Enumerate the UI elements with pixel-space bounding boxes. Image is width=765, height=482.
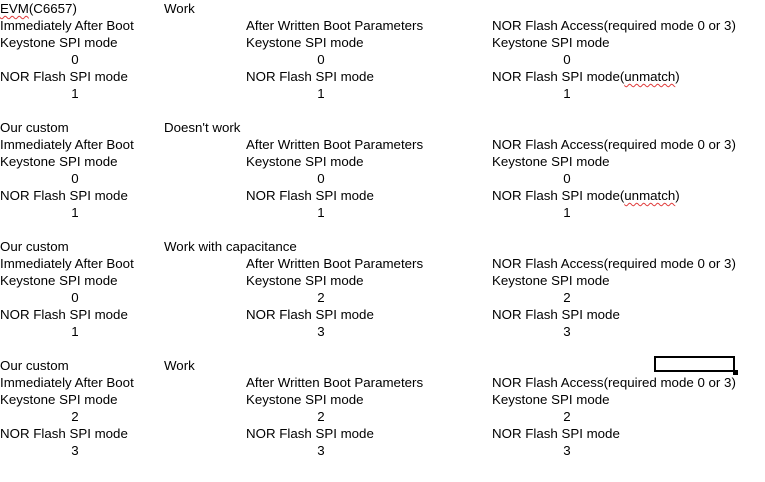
col2-keystone-label-cell[interactable]: Keystone SPI mode	[246, 392, 364, 407]
col2-heading-cell[interactable]: After Written Boot Parameters	[246, 137, 424, 152]
col2-heading-cell[interactable]: After Written Boot Parameters	[246, 256, 424, 271]
col3-nor-value-cell[interactable]: 3	[563, 324, 571, 339]
col2-heading-cell[interactable]: After Written Boot Parameters	[246, 375, 424, 390]
col2-keystone-value-cell[interactable]: 0	[317, 171, 325, 186]
col1-keystone-label-cell[interactable]: Keystone SPI mode	[0, 35, 118, 50]
col3-keystone-label-cell[interactable]: Keystone SPI mode	[492, 392, 610, 407]
col2-nor-label-cell[interactable]: NOR Flash SPI mode	[246, 188, 374, 203]
col1-nor-label-cell[interactable]: NOR Flash SPI mode	[0, 426, 128, 441]
col2-nor-value-cell[interactable]: 1	[317, 86, 325, 101]
col3-keystone-value-cell[interactable]: 2	[563, 409, 571, 424]
col2-nor-value-cell[interactable]: 3	[317, 324, 325, 339]
col3-keystone-value-cell[interactable]: 0	[563, 52, 571, 67]
col2-keystone-value-cell[interactable]: 2	[317, 290, 325, 305]
board-name-prefix: EVM	[0, 1, 29, 16]
col2-keystone-value-cell[interactable]: 2	[317, 409, 325, 424]
col2-nor-label-cell[interactable]: NOR Flash SPI mode	[246, 307, 374, 322]
col3-keystone-value-cell[interactable]: 0	[563, 171, 571, 186]
unmatch-flag: unmatch	[624, 188, 676, 203]
board-name-suffix: (C6657)	[28, 1, 77, 16]
col3-nor-label-cell[interactable]: NOR Flash SPI mode	[492, 307, 620, 322]
col2-nor-value-cell[interactable]: 3	[317, 443, 325, 458]
col2-keystone-value-cell[interactable]: 0	[317, 52, 325, 67]
col3-heading-cell[interactable]: NOR Flash Access(required mode 0 or 3)	[492, 256, 736, 271]
col1-nor-value-cell[interactable]: 1	[71, 86, 79, 101]
col2-heading-cell[interactable]: After Written Boot Parameters	[246, 18, 424, 33]
col2-keystone-label-cell[interactable]: Keystone SPI mode	[246, 35, 364, 50]
col3-keystone-value-cell[interactable]: 2	[563, 290, 571, 305]
nor-label-suffix: )	[675, 188, 680, 203]
col1-heading-cell[interactable]: Immediately After Boot	[0, 18, 134, 33]
board-name-cell[interactable]: EVM(C6657)	[0, 0, 77, 17]
col3-nor-value-cell[interactable]: 1	[563, 205, 571, 220]
col1-keystone-value-cell[interactable]: 2	[71, 409, 79, 424]
col1-heading-cell[interactable]: Immediately After Boot	[0, 137, 134, 152]
col1-keystone-label-cell[interactable]: Keystone SPI mode	[0, 154, 118, 169]
nor-label-prefix: NOR Flash SPI mode(	[492, 69, 625, 84]
col1-keystone-value-cell[interactable]: 0	[71, 290, 79, 305]
col1-nor-value-cell[interactable]: 3	[71, 443, 79, 458]
status-cell[interactable]: Doesn't work	[164, 120, 241, 135]
col3-keystone-label-cell[interactable]: Keystone SPI mode	[492, 154, 610, 169]
col1-nor-label-cell[interactable]: NOR Flash SPI mode	[0, 307, 128, 322]
col2-keystone-label-cell[interactable]: Keystone SPI mode	[246, 273, 364, 288]
col3-heading-cell[interactable]: NOR Flash Access(required mode 0 or 3)	[492, 375, 736, 390]
col2-nor-label-cell[interactable]: NOR Flash SPI mode	[246, 426, 374, 441]
col3-heading-cell[interactable]: NOR Flash Access(required mode 0 or 3)	[492, 137, 736, 152]
board-name-cell[interactable]: Our custom	[0, 358, 69, 373]
col1-nor-label-cell[interactable]: NOR Flash SPI mode	[0, 69, 128, 84]
nor-label-suffix: )	[675, 69, 680, 84]
col1-nor-value-cell[interactable]: 1	[71, 205, 79, 220]
nor-label-prefix: NOR Flash SPI mode(	[492, 188, 625, 203]
col1-nor-value-cell[interactable]: 1	[71, 324, 79, 339]
unmatch-flag: unmatch	[624, 69, 676, 84]
col1-nor-label-cell[interactable]: NOR Flash SPI mode	[0, 188, 128, 203]
col3-nor-label-cell[interactable]: NOR Flash SPI mode	[492, 426, 620, 441]
col1-heading-cell[interactable]: Immediately After Boot	[0, 256, 134, 271]
col1-keystone-value-cell[interactable]: 0	[71, 52, 79, 67]
board-name-cell[interactable]: Our custom	[0, 120, 69, 135]
active-cell-selection[interactable]	[654, 356, 735, 372]
col1-keystone-value-cell[interactable]: 0	[71, 171, 79, 186]
col1-heading-cell[interactable]: Immediately After Boot	[0, 375, 134, 390]
col3-keystone-label-cell[interactable]: Keystone SPI mode	[492, 35, 610, 50]
col1-keystone-label-cell[interactable]: Keystone SPI mode	[0, 273, 118, 288]
status-cell[interactable]: Work with capacitance	[164, 239, 297, 254]
col3-heading-cell[interactable]: NOR Flash Access(required mode 0 or 3)	[492, 18, 736, 33]
col2-nor-label-cell[interactable]: NOR Flash SPI mode	[246, 69, 374, 84]
col3-nor-label-cell[interactable]: NOR Flash SPI mode(unmatch)	[492, 187, 680, 204]
col3-nor-label-cell[interactable]: NOR Flash SPI mode(unmatch)	[492, 68, 680, 85]
col2-keystone-label-cell[interactable]: Keystone SPI mode	[246, 154, 364, 169]
status-cell[interactable]: Work	[164, 1, 195, 16]
col2-nor-value-cell[interactable]: 1	[317, 205, 325, 220]
col3-nor-value-cell[interactable]: 3	[563, 443, 571, 458]
col3-nor-value-cell[interactable]: 1	[563, 86, 571, 101]
fill-handle[interactable]	[733, 370, 738, 375]
col1-keystone-label-cell[interactable]: Keystone SPI mode	[0, 392, 118, 407]
board-name-cell[interactable]: Our custom	[0, 239, 69, 254]
col3-keystone-label-cell[interactable]: Keystone SPI mode	[492, 273, 610, 288]
status-cell[interactable]: Work	[164, 358, 195, 373]
